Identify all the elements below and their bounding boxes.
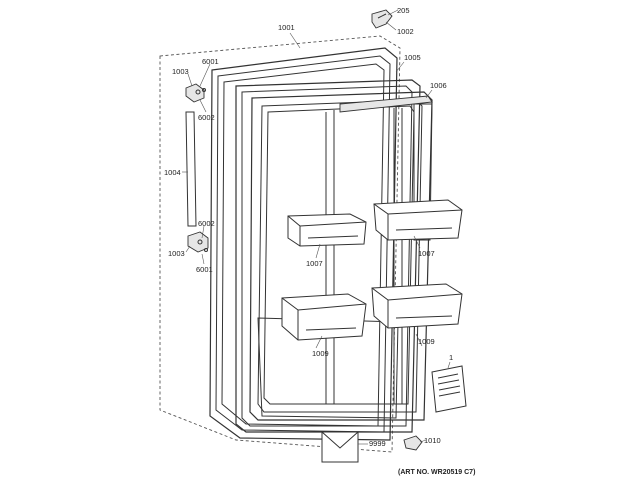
part-labels: 1001 205 1002 6001 1003 6002 1004 6002 1… [164, 6, 475, 476]
door-assembly-outline [159, 35, 401, 453]
label-1009-right: 1009 [418, 337, 435, 346]
label-6002-bottom: 6002 [198, 219, 215, 228]
label-6001-top: 6001 [202, 57, 219, 66]
label-205: 205 [397, 6, 410, 15]
label-1007-left: 1007 [306, 259, 323, 268]
small-clip-part [403, 435, 423, 451]
door-gasket [235, 79, 421, 433]
label-1001: 1001 [278, 23, 295, 32]
lower-hinge-bracket [187, 231, 209, 253]
label-1009-left: 1009 [312, 349, 329, 358]
art-number: (ART NO. WR20519 C7) [398, 469, 475, 476]
lower-bin-left [281, 293, 367, 341]
label-9999: 9999 [369, 439, 386, 448]
label-1005: 1005 [404, 53, 421, 62]
upper-bin-left [287, 213, 367, 247]
label-6001-bottom: 6001 [196, 265, 213, 274]
label-1002: 1002 [397, 27, 414, 36]
label-6002-top: 6002 [198, 113, 215, 122]
top-trim-handle [339, 95, 433, 241]
label-1010: 1010 [424, 436, 441, 445]
label-1006: 1006 [430, 81, 447, 90]
lower-bin-right [371, 283, 463, 329]
label-1004: 1004 [164, 168, 181, 177]
upper-bin-right [373, 199, 463, 241]
label-1003-top: 1003 [172, 67, 189, 76]
owners-manual-booklet [431, 365, 467, 413]
inner-door-liner [249, 91, 433, 421]
side-handle-bar [185, 111, 197, 227]
label-1: 1 [449, 353, 453, 362]
top-hinge-part [371, 9, 393, 29]
upper-hinge-bracket [185, 83, 206, 103]
label-1007-right: 1007 [418, 249, 435, 258]
mini-manual-envelope [321, 431, 359, 463]
label-1003-bottom: 1003 [168, 249, 185, 258]
leader-lines [182, 9, 451, 445]
